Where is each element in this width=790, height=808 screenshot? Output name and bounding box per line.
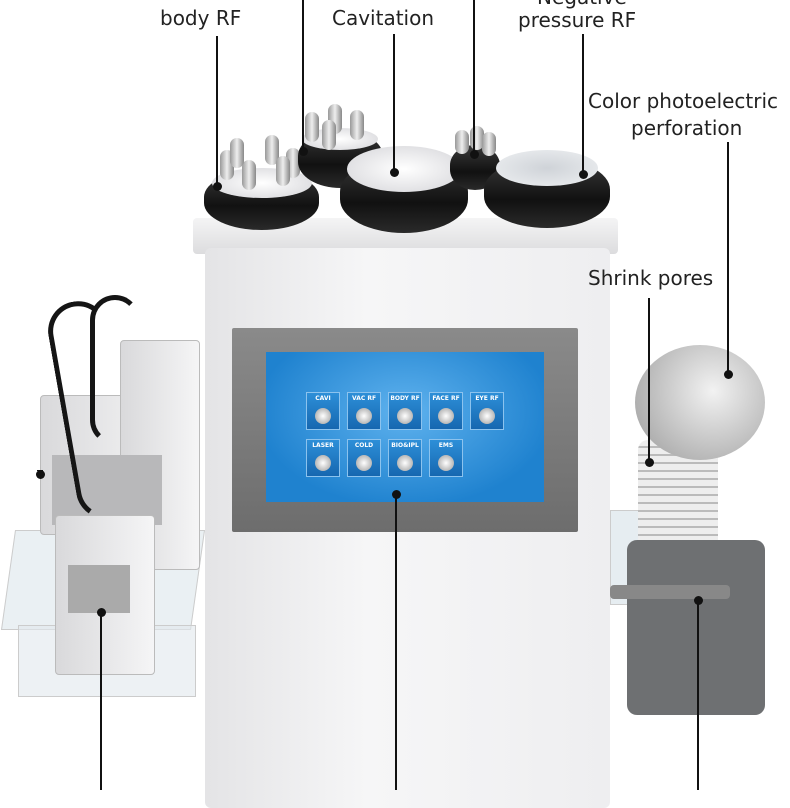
tile-label: BIO&IPL xyxy=(391,442,419,449)
callout-dot xyxy=(645,458,654,467)
touch-screen[interactable]: CAVI VAC RF BODY RF FACE RF EYE RF LASER… xyxy=(266,352,544,502)
callout-dot xyxy=(470,150,479,159)
screen-tile-laser[interactable]: LASER xyxy=(306,439,340,477)
screen-tile-face-rf[interactable]: FACE RF xyxy=(429,392,463,430)
label-body-rf: body RF xyxy=(160,6,242,30)
callout-line-negative-pressure-rf xyxy=(582,34,584,174)
callout-dot xyxy=(390,168,399,177)
label-color-photoelectric-line1: Color photoelectric xyxy=(588,89,779,113)
label-negative-pressure-line2: pressure RF xyxy=(518,8,637,32)
ems-pad xyxy=(627,540,765,715)
tile-label: BODY RF xyxy=(390,395,420,402)
screen-tile-bio-ipl[interactable]: BIO&IPL xyxy=(388,439,422,477)
screen-tile-body-rf[interactable]: BODY RF xyxy=(388,392,422,430)
screen-tile-eye-rf[interactable]: EYE RF xyxy=(470,392,504,430)
callout-line-lipo xyxy=(100,612,102,790)
pad-bar xyxy=(610,585,730,599)
callout-dot xyxy=(392,490,401,499)
callout-line-ems xyxy=(697,600,699,790)
label-negative-pressure-line1: Negative xyxy=(537,0,627,9)
callout-dot xyxy=(579,170,588,179)
callout-dot xyxy=(694,596,703,605)
tile-label: VAC RF xyxy=(351,395,377,402)
callout-line-body-rf xyxy=(216,36,218,186)
tile-label: FACE RF xyxy=(432,395,460,402)
callout-dot xyxy=(36,470,45,479)
callout-line-cavitation xyxy=(393,34,395,172)
tile-label: LASER xyxy=(312,442,334,449)
laser-panel-front xyxy=(68,565,130,613)
screen-tile-cold[interactable]: COLD xyxy=(347,439,381,477)
callout-line-face-rf xyxy=(302,0,304,150)
label-color-photoelectric-line2: perforation xyxy=(631,116,743,140)
tile-label: EYE RF xyxy=(475,395,499,402)
cable xyxy=(90,295,140,445)
tile-label: CAVI xyxy=(315,395,331,402)
tile-label: COLD xyxy=(354,442,374,449)
callout-line-color-photoelectric xyxy=(727,142,729,374)
callout-line-shrink-pores xyxy=(648,298,650,463)
callout-dot xyxy=(97,608,106,617)
screen-tile-vac-rf[interactable]: VAC RF xyxy=(347,392,381,430)
label-cavitation: Cavitation xyxy=(332,6,435,30)
screen-tile-ems[interactable]: EMS xyxy=(429,439,463,477)
bio-handpiece xyxy=(635,345,765,460)
screen-tile-cavi[interactable]: CAVI xyxy=(306,392,340,430)
callout-line-eye-rf xyxy=(473,0,475,155)
label-shrink-pores: Shrink pores xyxy=(588,266,714,290)
tile-label: EMS xyxy=(438,442,454,449)
callout-dot xyxy=(213,182,222,191)
callout-dot xyxy=(299,147,308,156)
callout-line-screen xyxy=(395,495,397,790)
callout-dot xyxy=(724,370,733,379)
laser-panel xyxy=(52,455,162,525)
